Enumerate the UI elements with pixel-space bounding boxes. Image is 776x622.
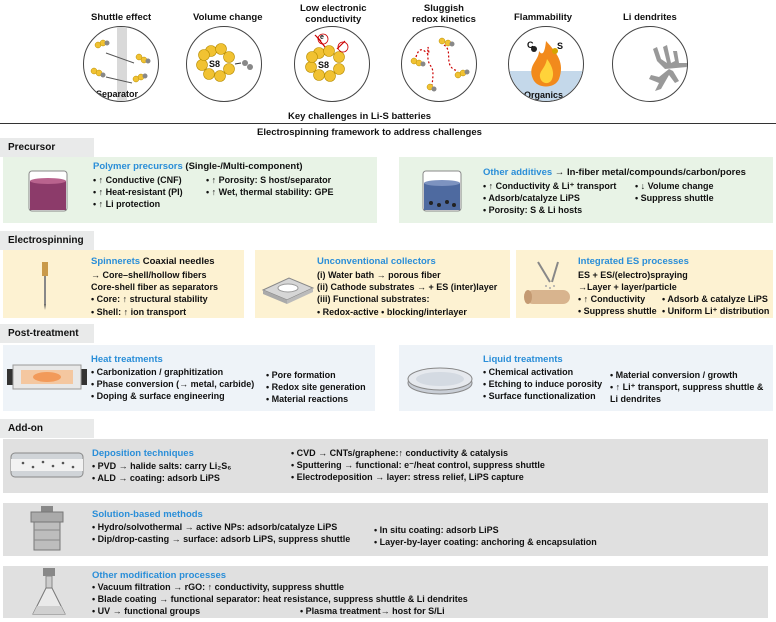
deposition-list-right: • CVD → CNTs/graphene:↑ conductivity & c… <box>291 448 545 483</box>
deposition-title: Deposition techniques <box>92 448 194 459</box>
challenge-circle-redox <box>401 26 477 102</box>
s8-ring-icon <box>196 43 253 82</box>
heat-list-left: • Carbonization / graphitization• Phase … <box>91 367 255 402</box>
panel-liquid-treatments: Liquid treatments • Chemical activation•… <box>399 345 773 411</box>
panel-other-modification: Other modification processes • Vacuum fi… <box>3 566 768 618</box>
challenge-label-flammability: Flammability <box>514 12 573 23</box>
s8-label-2: S8 <box>318 60 330 70</box>
needle-icon <box>42 262 48 310</box>
liquid-list-right: • Material conversion / growth• ↑ Li⁺ tr… <box>610 370 764 405</box>
collector-icon <box>261 277 315 304</box>
autoclave-icon <box>30 506 64 551</box>
polymer-list-left: • ↑ Conductive (CNF)• ↑ Heat-resistant (… <box>93 175 183 210</box>
heat-list-right: • Pore formation• Redox site generation•… <box>266 370 366 405</box>
collectors-title: Unconventional collectors <box>317 256 436 267</box>
s8-label: S8 <box>209 59 221 69</box>
panel-spinnerets: Spinnerets Coaxial needles → Core–shell/… <box>3 250 244 318</box>
panel-heat-treatments: Heat treatments • Carbonization / graphi… <box>3 345 375 411</box>
integrated-title: Integrated ES processes <box>578 256 689 267</box>
petri-dish-icon <box>407 367 473 395</box>
challenge-circle-conductivity: S8 e <box>294 26 370 102</box>
spray-roller-icon <box>524 261 570 304</box>
panel-polymer-precursors: Polymer precursors (Single-/Multi-compon… <box>3 157 377 223</box>
heat-title: Heat treatments <box>91 354 163 365</box>
separator-bar <box>117 27 127 101</box>
challenge-label-dendrites: Li dendrites <box>623 12 677 23</box>
separator-label: Separator <box>96 89 139 99</box>
other-last-right: • Plasma treatment→ host for S/Li <box>300 606 445 616</box>
shuttle-molecules-icon <box>90 39 151 84</box>
integrated-list-left: • ↑ Conductivity• Suppress shuttle <box>578 294 657 317</box>
additive-beaker-icon <box>422 170 462 212</box>
filtration-flask-icon <box>32 568 66 615</box>
integrated-lines: ES + ES/(electro)spraying→Layer + layer/… <box>578 270 688 293</box>
challenge-label-shuttle: Shuttle effect <box>91 12 152 23</box>
additives-list-right: • ↓ Volume change• Suppress shuttle <box>635 181 714 204</box>
organics-label: Organics <box>524 90 564 100</box>
section-tab-electrospinning: Electrospinning <box>0 231 94 250</box>
challenge-circle-dendrites <box>612 26 688 102</box>
additives-list-left: • ↑ Conductivity & Li⁺ transport• Adsorb… <box>483 181 617 216</box>
spinnerets-title: Spinnerets Coaxial needles <box>91 256 215 267</box>
polymer-list-right: • ↑ Porosity: S host/separator• ↑ Wet, t… <box>206 175 334 198</box>
tube-furnace-icon <box>7 364 87 390</box>
panel-solution: Solution-based methods • Hydro/solvother… <box>3 503 768 556</box>
liquid-list-left: • Chemical activation• Etching to induce… <box>483 367 603 402</box>
collectors-list: (i) Water bath → porous fiber(ii) Cathod… <box>317 270 498 317</box>
other-list: • Vacuum filtration → rGO: ↑ conductivit… <box>92 582 468 605</box>
flame-icon <box>531 41 562 87</box>
electron-mark: e <box>320 34 324 41</box>
redox-path-icon <box>410 37 470 92</box>
polymer-title: Polymer precursors (Single-/Multi-compon… <box>93 161 303 172</box>
panel-integrated-es: Integrated ES processes ES + ES/(electro… <box>516 250 773 318</box>
panel-collectors: Unconventional collectors (i) Water bath… <box>255 250 510 318</box>
panel-other-additives: Other additives → In-fiber metal/compoun… <box>399 157 773 223</box>
s-mark: S <box>557 41 564 51</box>
solution-list-left: • Hydro/solvothermal → active NPs: adsor… <box>92 522 351 545</box>
section-tab-addon: Add-on processes <box>0 419 94 453</box>
solution-list-right: • In situ coating: adsorb LiPS• Layer-by… <box>374 525 597 548</box>
section-tab-precursor: Precursor <box>0 138 94 157</box>
challenge-circle-volume: S8 <box>186 26 262 102</box>
framework-title: Electrospinning framework to address cha… <box>257 127 482 138</box>
panel-deposition: Deposition techniques • PVD → halide sal… <box>3 439 768 493</box>
divider-line <box>0 123 776 124</box>
additives-title: Other additives → In-fiber metal/compoun… <box>483 167 746 178</box>
dendrite-icon <box>649 45 687 91</box>
c-mark: C <box>527 40 534 50</box>
challenge-circle-shuttle: Separator <box>83 26 159 102</box>
other-last-left: • UV → functional groups <box>92 606 201 616</box>
beaker-icon <box>28 170 68 212</box>
solution-title: Solution-based methods <box>92 509 203 520</box>
integrated-list-right: • Adsorb & catalyze LiPS• Uniform Li⁺ di… <box>662 294 770 317</box>
other-title: Other modification processes <box>92 570 227 581</box>
challenges-caption: Key challenges in Li-S batteries <box>288 111 432 122</box>
deposition-list-left: • PVD → halide salts: carry Li₂S₆• ALD →… <box>92 461 232 484</box>
deposition-tube-icon <box>10 452 84 478</box>
liquid-title: Liquid treatments <box>483 354 563 365</box>
challenge-label-volume: Volume change <box>193 12 263 23</box>
s8-conductivity-icon <box>305 33 349 82</box>
section-tab-post: Post-treatment <box>0 324 94 343</box>
challenge-circle-flammability: C S Organics <box>508 26 584 102</box>
